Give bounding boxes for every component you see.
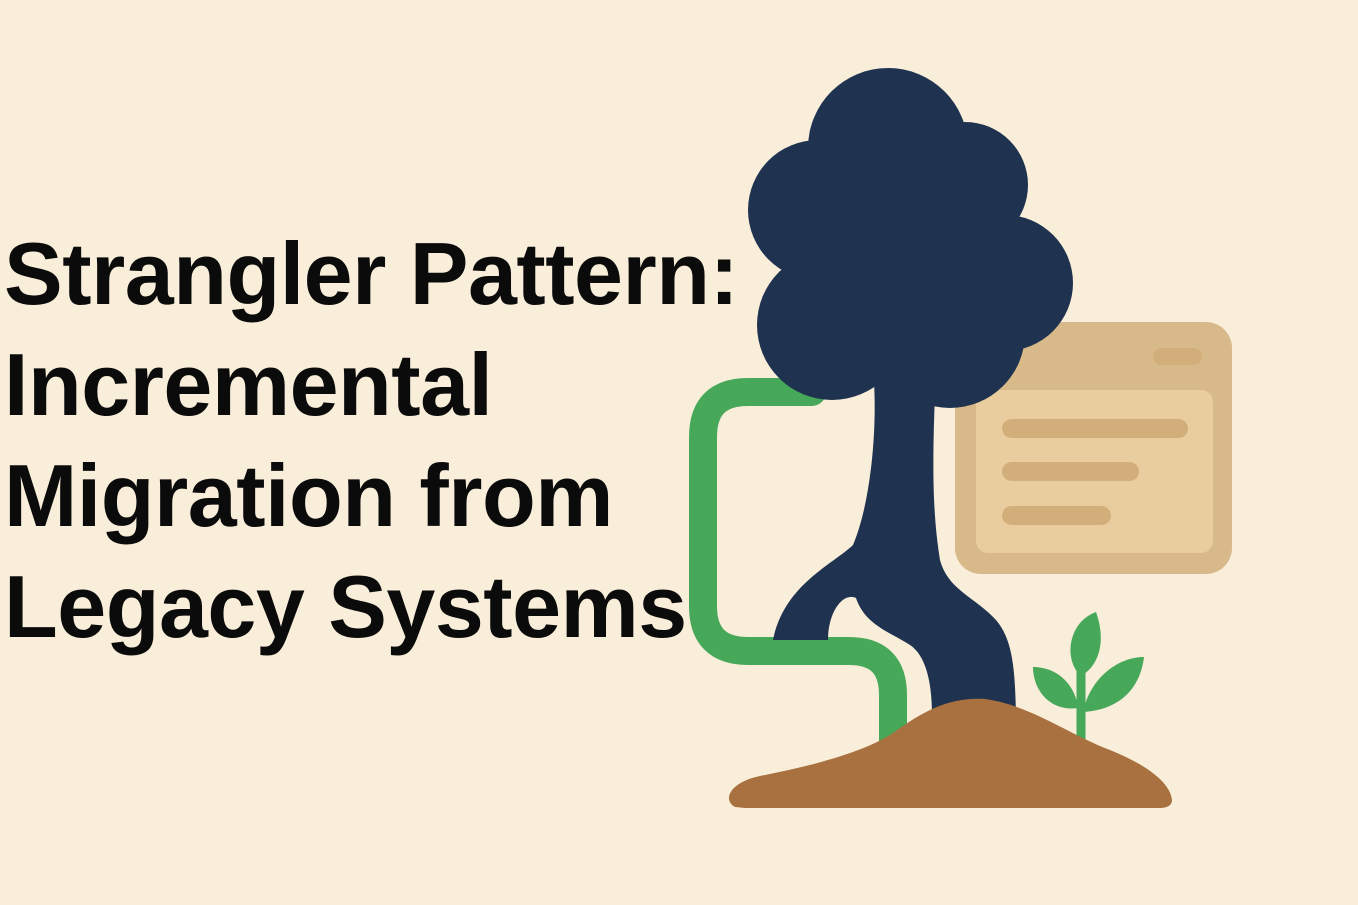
vine-icon [689, 378, 907, 754]
tree-icon [748, 68, 1073, 715]
title-line-2: Incremental [4, 335, 493, 434]
legacy-window-line-2 [1002, 462, 1139, 481]
legacy-window-handle [1153, 348, 1202, 365]
sprout-leaf-right [1083, 657, 1144, 712]
tree-canopy-center [805, 155, 995, 345]
sprout-icon [1033, 612, 1144, 747]
sprout-leaf-top [1070, 612, 1101, 676]
legacy-window-line-3 [1002, 506, 1111, 525]
title-line-3: Migration from [4, 446, 613, 545]
title-line-1: Strangler Pattern: [4, 224, 739, 323]
tree-trunk [773, 370, 1016, 715]
legacy-window-icon [955, 322, 1232, 574]
title-line-4: Legacy Systems [4, 557, 687, 656]
soil-mound-icon [728, 698, 1172, 808]
page-title: Strangler Pattern: Incremental Migration… [4, 218, 739, 662]
legacy-window-line-1 [1002, 419, 1188, 438]
sprout-leaf-left [1033, 667, 1078, 709]
